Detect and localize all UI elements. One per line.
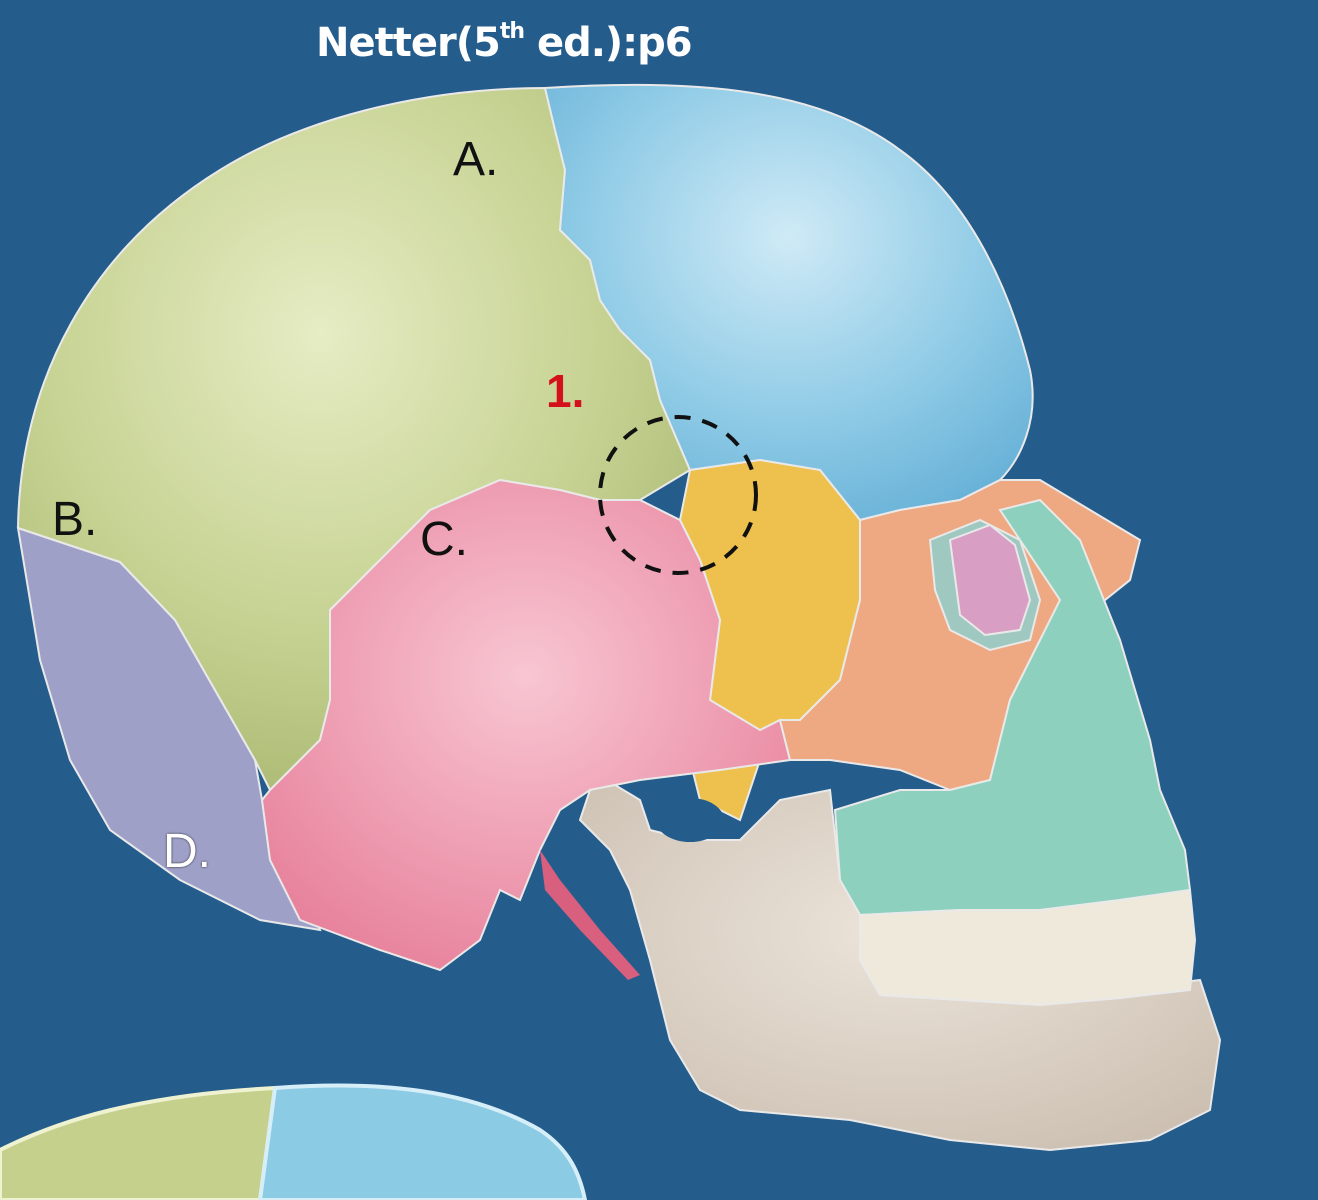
source-citation-tail: ed.):p6 bbox=[524, 20, 693, 66]
source-citation: Netter(5th ed.):p6 bbox=[316, 18, 693, 66]
teeth bbox=[859, 888, 1197, 1007]
label-a: A. bbox=[453, 133, 499, 186]
label-d: D. bbox=[163, 825, 211, 878]
mandibular-notch bbox=[656, 798, 724, 842]
marker-1-label: 1. bbox=[546, 365, 585, 417]
lower-skull-fragment-parietal bbox=[0, 1085, 278, 1200]
label-c: C. bbox=[420, 513, 468, 566]
source-citation-superscript: th bbox=[499, 18, 525, 44]
label-b: B. bbox=[52, 493, 98, 546]
lacrimal-bone bbox=[948, 523, 1032, 637]
mandible-bone bbox=[578, 783, 1222, 1152]
lower-skull-fragment-frontal bbox=[257, 1083, 588, 1200]
source-citation-main: Netter(5 bbox=[316, 20, 501, 66]
pterion-marker-circle bbox=[598, 415, 758, 575]
styloid-process bbox=[540, 850, 640, 980]
